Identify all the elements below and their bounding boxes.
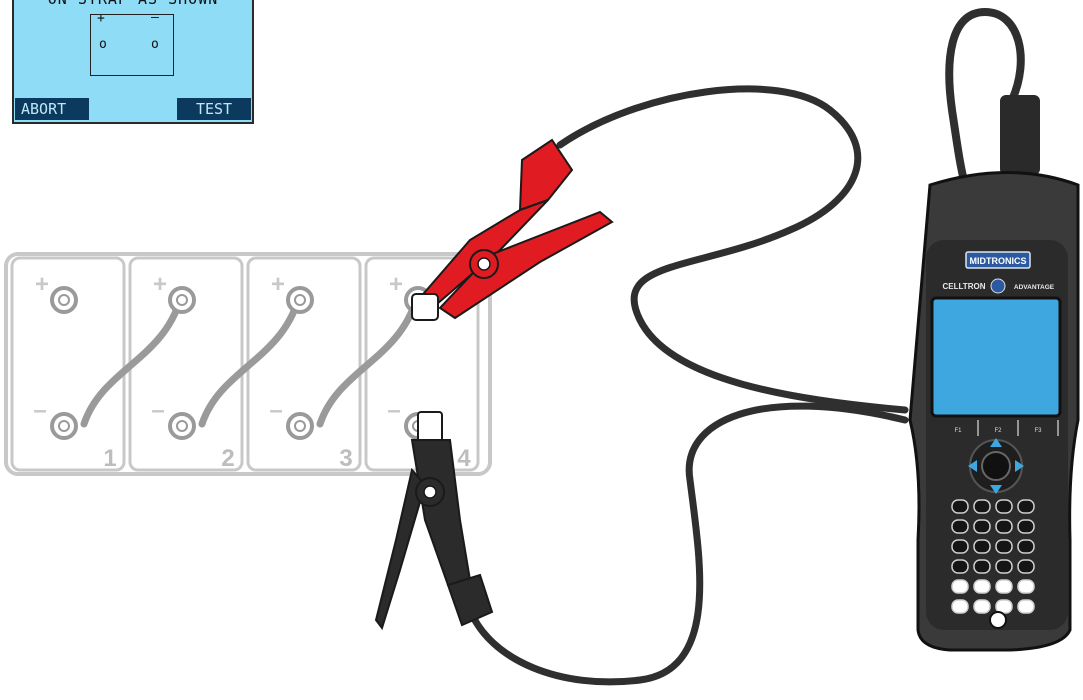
negative-symbol: – bbox=[269, 397, 282, 424]
keypad-key[interactable] bbox=[974, 540, 990, 553]
keypad-key[interactable] bbox=[974, 520, 990, 533]
keypad-key[interactable] bbox=[952, 500, 968, 513]
cell-number: 4 bbox=[457, 445, 471, 472]
negative-symbol: – bbox=[387, 397, 400, 424]
keypad-key[interactable] bbox=[974, 600, 990, 613]
tester-device: MIDTRONICS CELLTRON ADVANTAGE F1 F2 F3 bbox=[910, 95, 1078, 650]
keypad-key[interactable] bbox=[1018, 500, 1034, 513]
tester-logo-icon bbox=[991, 279, 1005, 293]
red-clamp-boot bbox=[520, 140, 572, 210]
keypad-key[interactable] bbox=[952, 520, 968, 533]
keypad-key[interactable] bbox=[996, 520, 1012, 533]
negative-post-center bbox=[59, 421, 69, 431]
keypad-key[interactable] bbox=[974, 500, 990, 513]
positive-symbol: + bbox=[271, 271, 285, 298]
keypad-key[interactable] bbox=[996, 540, 1012, 553]
keypad-key[interactable] bbox=[996, 500, 1012, 513]
keypad-key[interactable] bbox=[1018, 580, 1034, 593]
keypad-key[interactable] bbox=[974, 560, 990, 573]
tester-power-button[interactable] bbox=[990, 612, 1006, 628]
keypad-key[interactable] bbox=[996, 580, 1012, 593]
red-lead-cable bbox=[560, 89, 905, 410]
battery-cell-1: + – 1 bbox=[12, 258, 124, 472]
red-clamp-tip bbox=[412, 294, 438, 320]
fkey-label[interactable]: F1 bbox=[954, 428, 962, 434]
keypad-key[interactable] bbox=[1018, 600, 1034, 613]
positive-symbol: + bbox=[153, 271, 167, 298]
negative-symbol: – bbox=[151, 397, 164, 424]
cell-number: 3 bbox=[339, 445, 352, 472]
fkey-label[interactable]: F3 bbox=[1034, 428, 1042, 434]
positive-symbol: + bbox=[389, 271, 403, 298]
keypad-key[interactable] bbox=[952, 580, 968, 593]
tester-model-right: ADVANTAGE bbox=[1014, 284, 1055, 291]
positive-post-center bbox=[295, 295, 305, 305]
tester-nav-center-button[interactable] bbox=[982, 452, 1010, 480]
black-lead-cable bbox=[470, 406, 905, 682]
red-clamp-pivot-pin bbox=[478, 258, 490, 270]
positive-post-center bbox=[59, 295, 69, 305]
tester-brand-text: MIDTRONICS bbox=[970, 256, 1027, 266]
positive-symbol: + bbox=[35, 271, 49, 298]
positive-post-center bbox=[177, 295, 187, 305]
keypad-key[interactable] bbox=[974, 580, 990, 593]
keypad-key[interactable] bbox=[952, 600, 968, 613]
black-clamp-pivot-pin bbox=[424, 486, 436, 498]
fkey-label[interactable]: F2 bbox=[994, 428, 1002, 434]
tester-model-left: CELLTRON bbox=[943, 282, 986, 291]
keypad-key[interactable] bbox=[952, 560, 968, 573]
keypad-key[interactable] bbox=[1018, 540, 1034, 553]
negative-symbol: – bbox=[33, 397, 46, 424]
red-clamp bbox=[412, 140, 612, 320]
keypad-key[interactable] bbox=[952, 540, 968, 553]
negative-post-center bbox=[295, 421, 305, 431]
cell-number: 1 bbox=[103, 445, 116, 472]
tester-cable-connector bbox=[1000, 95, 1040, 175]
black-clamp-boot bbox=[448, 575, 492, 625]
keypad-key[interactable] bbox=[1018, 560, 1034, 573]
negative-post-center bbox=[177, 421, 187, 431]
keypad-key[interactable] bbox=[996, 560, 1012, 573]
cell-number: 2 bbox=[221, 445, 234, 472]
tester-screen bbox=[932, 298, 1060, 416]
keypad-key[interactable] bbox=[1018, 520, 1034, 533]
